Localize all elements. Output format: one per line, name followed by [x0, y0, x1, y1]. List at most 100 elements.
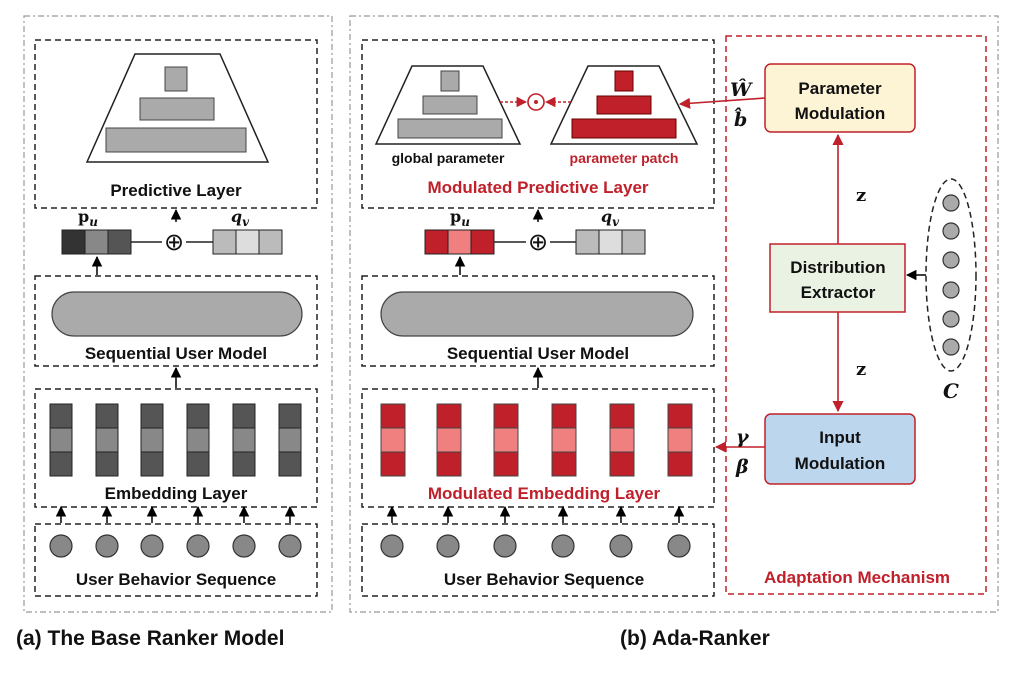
- embedding-cell: [380, 451, 406, 477]
- behavior-item: [380, 534, 404, 558]
- behavior-sequence-label: User Behavior Sequence: [76, 570, 276, 589]
- embedding-cell: [186, 451, 210, 477]
- user-vector-label: pu: [78, 207, 98, 229]
- adaptation-mechanism-label: Adaptation Mechanism: [764, 568, 950, 587]
- input-modulation-box: [764, 413, 916, 485]
- input-modulation-label-1: Input: [819, 428, 861, 447]
- sequential-model-capsule-b: [380, 291, 694, 337]
- behavior-sequence-label-b: User Behavior Sequence: [444, 570, 644, 589]
- modulated-user-vector: [424, 229, 495, 255]
- behavior-item: [609, 534, 633, 558]
- candidate-item: [942, 338, 960, 356]
- behavior-item: [95, 534, 119, 558]
- embedding-cell: [667, 451, 693, 477]
- behavior-item: [436, 534, 460, 558]
- item-vector-label: qv: [231, 207, 250, 229]
- adaptation-mechanism-box: [725, 35, 987, 595]
- embedding-cell: [609, 403, 635, 429]
- modulated-predictive-box: [361, 39, 715, 209]
- behavior-item: [493, 534, 517, 558]
- distribution-extractor-box: [769, 243, 906, 313]
- sequential-model-label: Sequential User Model: [85, 344, 267, 363]
- candidate-set-ellipse: [925, 178, 977, 372]
- modulated-embedding-label: Modulated Embedding Layer: [428, 484, 661, 503]
- global-parameter-label: global parameter: [392, 150, 505, 166]
- embedding-cell: [140, 451, 164, 477]
- behavior-item: [140, 534, 164, 558]
- embedding-cell: [436, 403, 462, 429]
- embedding-cell: [95, 427, 119, 453]
- candidate-set-label: C: [943, 379, 959, 403]
- gamma-label: γ: [736, 426, 750, 448]
- behavior-item: [278, 534, 302, 558]
- embedding-layer-box: [34, 388, 318, 508]
- behavior-item: [232, 534, 256, 558]
- candidate-items: [942, 194, 960, 356]
- z-label-lower: z: [856, 359, 866, 380]
- candidate-item: [942, 310, 960, 328]
- embedding-cell: [609, 427, 635, 453]
- predictive-block-mid: [139, 97, 215, 121]
- embedding-cell: [551, 427, 577, 453]
- panel-b: global parameter parameter patch Modulat…: [349, 15, 999, 613]
- user-vector: [61, 229, 132, 255]
- behavior-sequence-box-b: [361, 523, 715, 597]
- embedding-cell: [278, 427, 302, 453]
- item-vector-b: [575, 229, 646, 255]
- w-hat-label: Ŵ: [730, 78, 753, 101]
- embedding-cell: [667, 403, 693, 429]
- sequential-model-box: [34, 275, 318, 367]
- user-vector-label-b: pu: [450, 207, 470, 229]
- embedding-cell: [232, 403, 256, 429]
- candidate-item: [942, 222, 960, 240]
- embedding-cell: [493, 427, 519, 453]
- embedding-cell: [493, 451, 519, 477]
- sequential-model-label-b: Sequential User Model: [447, 344, 629, 363]
- embedding-cell: [609, 451, 635, 477]
- behavior-sequence-box: [34, 523, 318, 597]
- predictive-block-bottom: [105, 127, 247, 153]
- embedding-cell: [49, 427, 73, 453]
- embedding-cell: [493, 403, 519, 429]
- embedding-cell: [49, 451, 73, 477]
- embedding-cell: [232, 427, 256, 453]
- embedding-cell: [140, 427, 164, 453]
- item-vector-label-b: qv: [601, 207, 620, 229]
- concat-icon: ⊕: [164, 228, 184, 256]
- sequential-model-capsule: [51, 291, 303, 337]
- distribution-extractor-label-2: Extractor: [801, 283, 876, 302]
- input-modulation-label-2: Modulation: [795, 454, 886, 473]
- embedding-cell: [436, 451, 462, 477]
- embedding-cell: [186, 427, 210, 453]
- panel-a-frame: [23, 15, 333, 613]
- embedding-cell: [278, 451, 302, 477]
- predictive-block-top: [164, 66, 188, 92]
- behavior-item: [186, 534, 210, 558]
- embedding-cell: [95, 451, 119, 477]
- embedding-layer-label: Embedding Layer: [105, 484, 248, 503]
- embedding-cell: [551, 451, 577, 477]
- modulated-predictive-label: Modulated Predictive Layer: [427, 178, 648, 197]
- panel-b-frame: [349, 15, 999, 613]
- behavior-item: [667, 534, 691, 558]
- parameter-modulation-label-1: Parameter: [798, 79, 882, 98]
- candidate-item: [942, 194, 960, 212]
- parameter-patch-label: parameter patch: [570, 150, 679, 166]
- candidate-item: [942, 251, 960, 269]
- candidate-item: [942, 281, 960, 299]
- behavior-item: [551, 534, 575, 558]
- behavior-item: [49, 534, 73, 558]
- b-hat-label: b̂: [734, 107, 748, 131]
- z-label-upper: z: [856, 185, 866, 206]
- embedding-cell: [49, 403, 73, 429]
- embedding-cell: [380, 427, 406, 453]
- panel-b-caption: (b) Ada-Ranker: [620, 627, 770, 650]
- behavior-items-b: [380, 505, 691, 558]
- embedding-cell: [278, 403, 302, 429]
- predictive-layer-box: [34, 39, 318, 209]
- behavior-items: [49, 505, 302, 558]
- parameter-modulation-label-2: Modulation: [795, 104, 886, 123]
- concat-icon-b: ⊕: [528, 228, 548, 256]
- embedding-cell: [436, 427, 462, 453]
